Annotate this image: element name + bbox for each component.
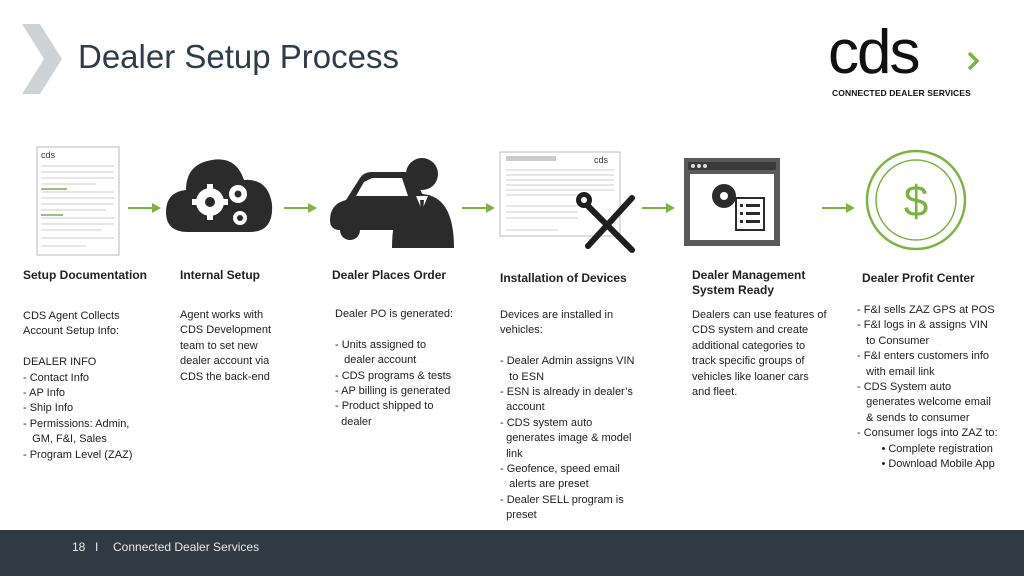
footer-separator: I [95, 540, 99, 554]
svg-text:cds: cds [594, 155, 609, 165]
flow-arrow [642, 203, 675, 213]
flow-arrow [128, 203, 161, 213]
svg-text:$: $ [904, 177, 928, 226]
svg-text:cds: cds [41, 150, 56, 160]
monitor-gear-icon [684, 158, 780, 246]
step-heading-dealer-places-order: Dealer Places Order [332, 268, 447, 282]
step-heading-setup-documentation: Setup Documentation [23, 268, 148, 282]
form-tools-icon: cds [499, 151, 635, 253]
footer-company-name: Connected Dealer Services [113, 540, 260, 554]
header-chevron-icon [22, 24, 62, 94]
footer-bar [0, 530, 1024, 576]
cds-logo: cds [828, 18, 920, 87]
step-heading-dealer-management: Dealer Management System Ready [692, 268, 806, 297]
page-title: Dealer Setup Process [78, 38, 399, 75]
dollar-circle-icon: $ [865, 149, 967, 251]
step-body-dealer-places-order: Dealer PO is generated: - Units assigned… [335, 308, 454, 428]
car-person-icon [330, 158, 454, 248]
step-body-dealer-management: Dealers can use features of CDS system a… [692, 309, 827, 399]
step-heading-dealer-profit-center: Dealer Profit Center [862, 271, 975, 285]
logo-subtitle: CONNECTED DEALER SERVICES [832, 88, 971, 98]
cloud-gears-icon [166, 159, 273, 232]
flow-arrow [822, 203, 855, 213]
step-body-installation-of-devices: Devices are installed in vehicles: - Dea… [500, 309, 635, 522]
step-heading-installation-of-devices: Installation of Devices [500, 271, 627, 285]
logo-chevron-icon [967, 51, 980, 71]
flow-arrow [462, 203, 495, 213]
step-body-dealer-profit-center: - F&I sells ZAZ GPS at POS - F&I logs in… [857, 304, 998, 471]
page-number: 18 [72, 540, 86, 554]
step-body-setup-documentation: CDS Agent Collects Account Setup Info: D… [23, 310, 133, 461]
step-heading-internal-setup: Internal Setup [180, 268, 261, 282]
step-body-internal-setup: Agent works with CDS Development team to… [180, 309, 272, 383]
document-icon: cds [36, 146, 120, 256]
flow-arrow [284, 203, 317, 213]
